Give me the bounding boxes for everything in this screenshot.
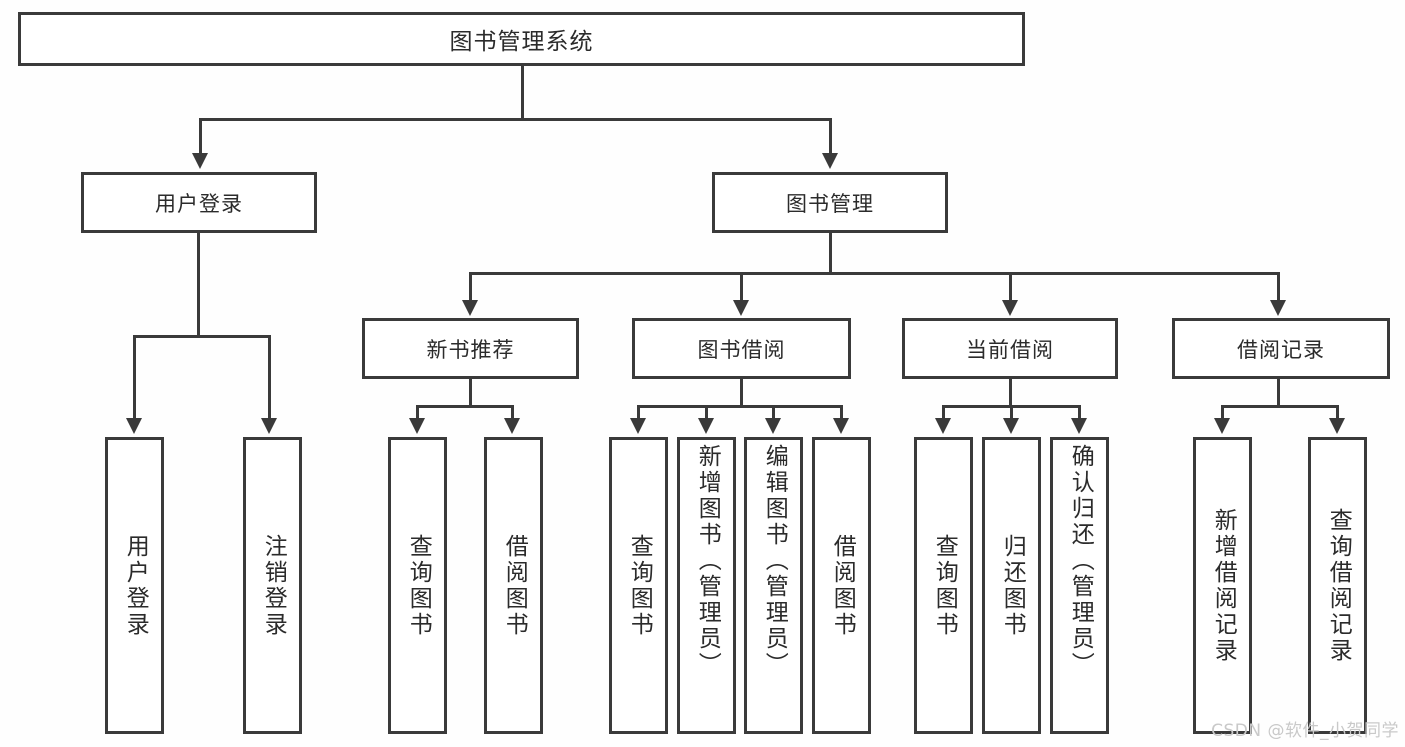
- node-label: 新书推荐: [426, 337, 515, 362]
- arrowhead-icon: [192, 153, 208, 169]
- arrowhead-icon: [935, 418, 951, 434]
- arrowhead-icon: [833, 418, 849, 434]
- leaf-query-book-2[interactable]: 查询图书: [609, 437, 668, 734]
- connector-root-to-user-login: [199, 118, 202, 156]
- connector-to-leaf-query-book-3: [942, 405, 945, 420]
- connector-to-leaf-borrow-book-1: [511, 405, 514, 420]
- connector-to-leaf-user-login: [133, 335, 136, 420]
- leaf-borrow-book-2[interactable]: 借阅图书: [812, 437, 871, 734]
- node-borrow-record[interactable]: 借阅记录: [1172, 318, 1390, 379]
- leaf-edit-book[interactable]: 编辑图书（管理员）: [744, 437, 803, 734]
- connector-to-borrow-record: [1277, 272, 1280, 303]
- arrowhead-icon: [1071, 418, 1087, 434]
- connector-user-login-bar: [133, 335, 271, 338]
- connector-book-manage-bar: [469, 272, 1280, 275]
- arrowhead-icon: [1002, 300, 1018, 316]
- connector-to-current-borrow: [1009, 272, 1012, 303]
- arrowhead-icon: [765, 418, 781, 434]
- node-label: 图书管理: [786, 191, 874, 216]
- connector-borrow-record-stem: [1277, 379, 1280, 405]
- node-label: 用户登录: [155, 191, 243, 216]
- connector-to-new-book-recommend: [469, 272, 472, 303]
- connector-to-leaf-add-record: [1221, 405, 1224, 420]
- node-label: 用户登录: [122, 533, 149, 638]
- connector-to-leaf-return-book: [1010, 405, 1013, 420]
- node-label: 归还图书: [999, 533, 1026, 638]
- connector-root-stem: [521, 66, 524, 118]
- node-label: 借阅图书: [829, 533, 856, 638]
- connector-current-borrow-stem: [1009, 379, 1012, 405]
- arrowhead-icon: [1003, 418, 1019, 434]
- node-label: 查询图书: [931, 533, 958, 638]
- connector-new-book-recommend-bar: [416, 405, 514, 408]
- connector-to-book-borrow: [740, 272, 743, 303]
- node-label: 借阅记录: [1237, 337, 1325, 362]
- node-label: 新增图书（管理员）: [694, 444, 721, 678]
- node-root-system[interactable]: 图书管理系统: [18, 12, 1025, 66]
- node-label: 借阅图书: [501, 533, 528, 638]
- leaf-user-login[interactable]: 用户登录: [105, 437, 164, 734]
- connector-new-book-recommend-stem: [469, 379, 472, 405]
- leaf-query-book-1[interactable]: 查询图书: [388, 437, 447, 734]
- leaf-add-book[interactable]: 新增图书（管理员）: [677, 437, 736, 734]
- node-user-login[interactable]: 用户登录: [81, 172, 317, 233]
- leaf-borrow-book-1[interactable]: 借阅图书: [484, 437, 543, 734]
- arrowhead-icon: [462, 300, 478, 316]
- node-label: 注销登录: [260, 533, 287, 638]
- arrowhead-icon: [126, 418, 142, 434]
- connector-to-leaf-query-book-1: [416, 405, 419, 420]
- arrowhead-icon: [733, 300, 749, 316]
- connector-borrow-record-bar: [1221, 405, 1338, 408]
- leaf-query-record[interactable]: 查询借阅记录: [1308, 437, 1367, 734]
- node-label: 确认归还（管理员）: [1067, 444, 1094, 678]
- arrowhead-icon: [1329, 418, 1345, 434]
- arrowhead-icon: [261, 418, 277, 434]
- arrowhead-icon: [1214, 418, 1230, 434]
- connector-book-manage-stem: [829, 233, 832, 272]
- node-label: 查询借阅记录: [1325, 507, 1352, 664]
- arrowhead-icon: [822, 153, 838, 169]
- node-label: 图书管理系统: [449, 29, 594, 55]
- arrowhead-icon: [504, 418, 520, 434]
- arrowhead-icon: [1270, 300, 1286, 316]
- connector-root-bar: [199, 118, 832, 121]
- connector-root-to-book-manage: [829, 118, 832, 156]
- node-book-manage[interactable]: 图书管理: [712, 172, 948, 233]
- node-current-borrow[interactable]: 当前借阅: [902, 318, 1118, 379]
- arrowhead-icon: [630, 418, 646, 434]
- connector-to-leaf-confirm-return: [1078, 405, 1081, 420]
- node-label: 当前借阅: [966, 337, 1054, 362]
- connector-to-leaf-logout: [268, 335, 271, 420]
- node-label: 新增借阅记录: [1210, 507, 1237, 664]
- leaf-query-book-3[interactable]: 查询图书: [914, 437, 973, 734]
- leaf-logout[interactable]: 注销登录: [243, 437, 302, 734]
- leaf-add-record[interactable]: 新增借阅记录: [1193, 437, 1252, 734]
- connector-book-borrow-bar: [637, 405, 842, 408]
- node-label: 编辑图书（管理员）: [761, 444, 788, 678]
- node-label: 查询图书: [405, 533, 432, 638]
- connector-to-leaf-add-book: [705, 405, 708, 420]
- connector-book-borrow-stem: [740, 379, 743, 405]
- leaf-return-book[interactable]: 归还图书: [982, 437, 1041, 734]
- node-new-book-recommend[interactable]: 新书推荐: [362, 318, 579, 379]
- connector-to-leaf-borrow-book-2: [840, 405, 843, 420]
- node-label: 图书借阅: [697, 337, 786, 362]
- node-book-borrow[interactable]: 图书借阅: [632, 318, 851, 379]
- connector-to-leaf-edit-book: [772, 405, 775, 420]
- arrowhead-icon: [698, 418, 714, 434]
- arrowhead-icon: [409, 418, 425, 434]
- connector-user-login-stem: [197, 233, 200, 335]
- node-label: 查询图书: [626, 533, 653, 638]
- connector-to-leaf-query-record: [1336, 405, 1339, 420]
- leaf-confirm-return[interactable]: 确认归还（管理员）: [1050, 437, 1109, 734]
- connector-to-leaf-query-book-2: [637, 405, 640, 420]
